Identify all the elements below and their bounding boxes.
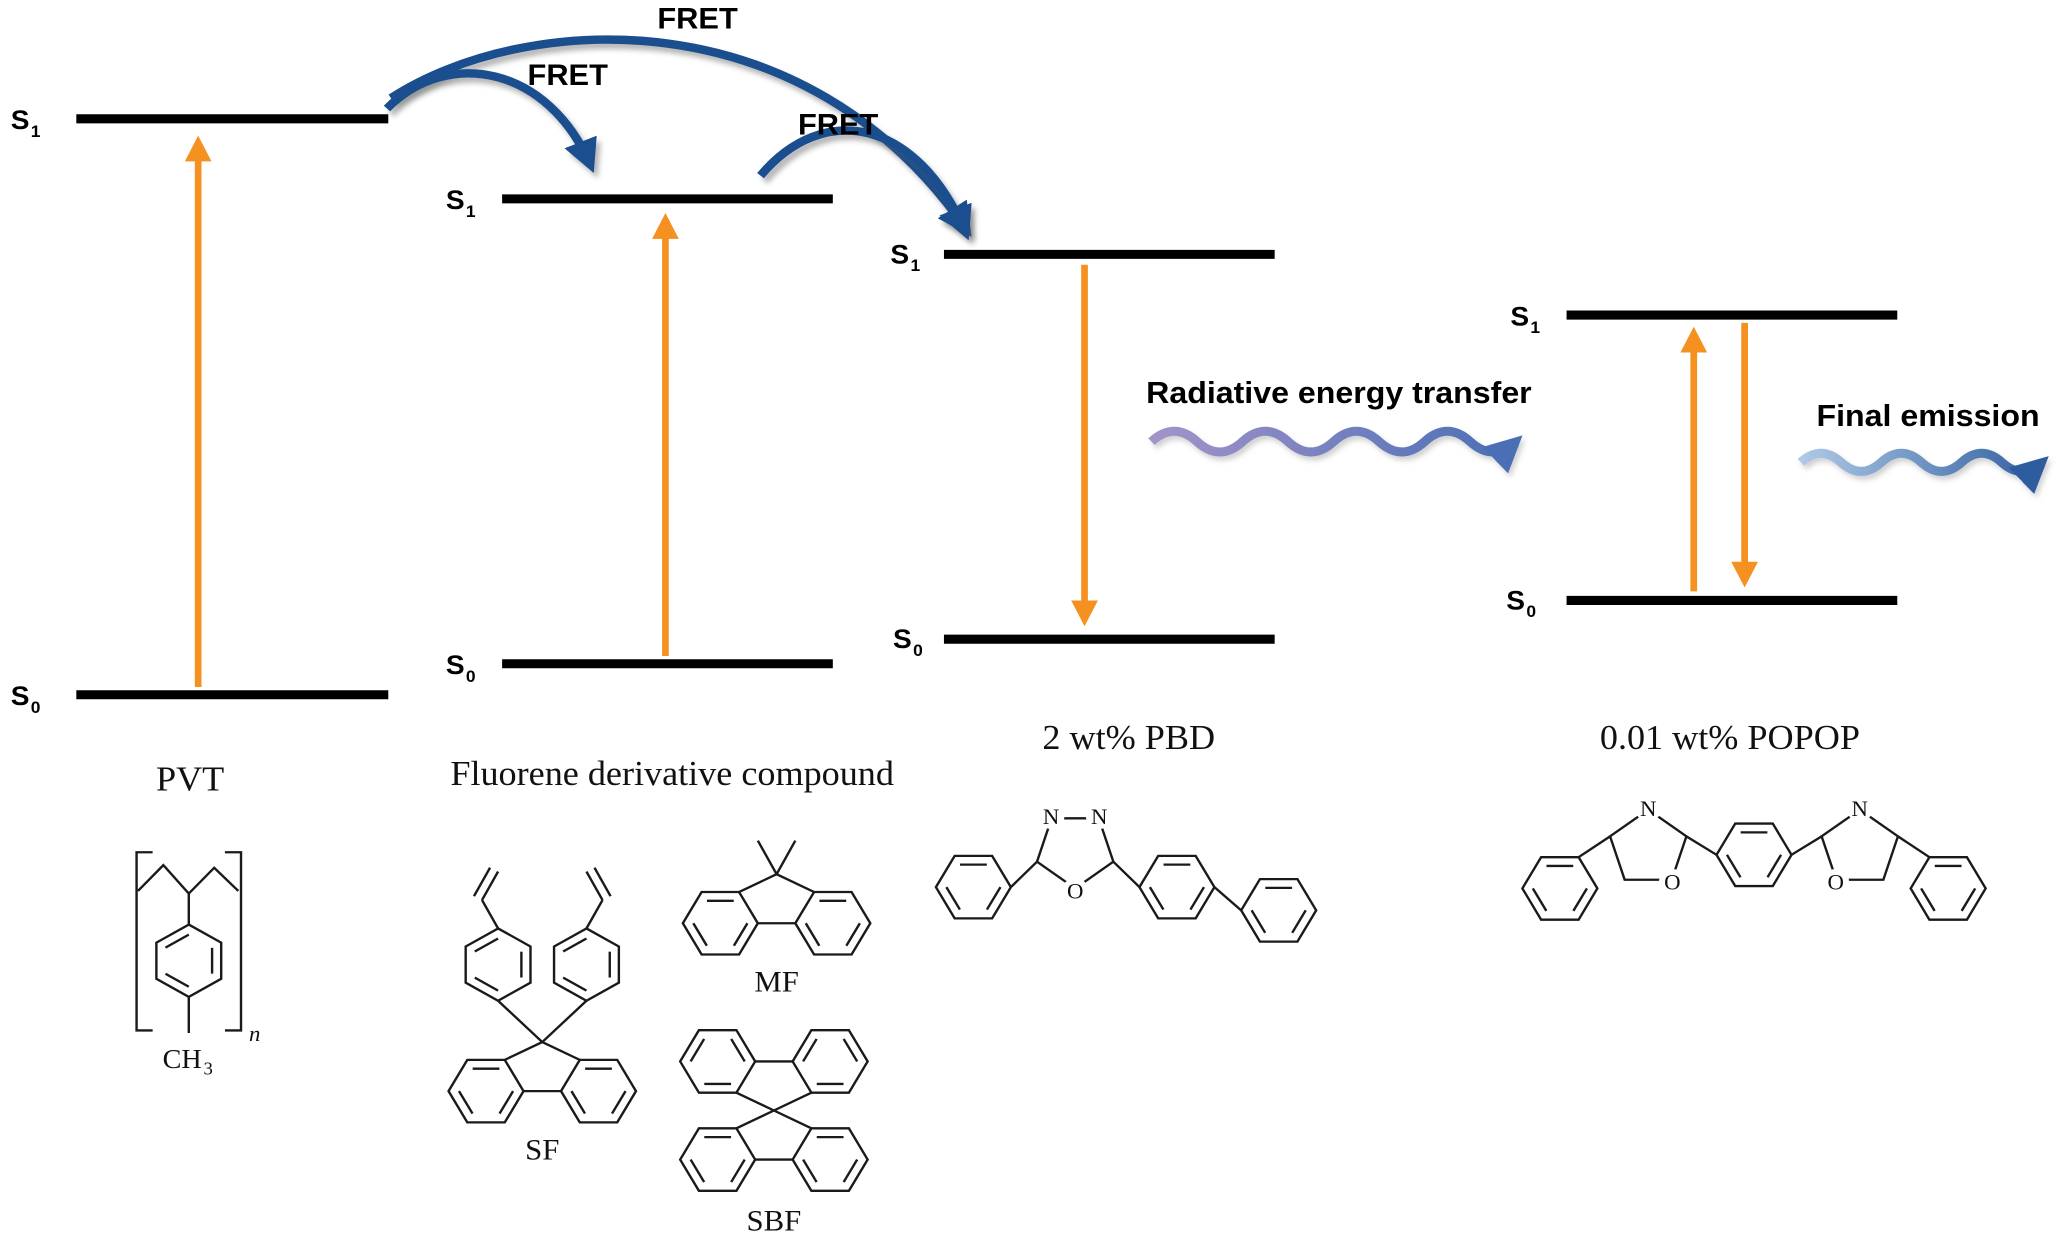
final-emission-wavy-arrow <box>1797 448 2049 494</box>
pvt-s0-label: S <box>11 680 30 710</box>
fret-arrow-fluorene-to-pbd <box>757 126 972 241</box>
sf-label: SF <box>525 1133 559 1166</box>
pbd-s1-subscript: 1 <box>910 256 920 275</box>
pbd-s1-label: S <box>890 239 909 269</box>
atom-halo <box>1658 869 1686 895</box>
pbd-s0-subscript: 0 <box>913 641 923 660</box>
fluorene-s1-subscript: 1 <box>466 202 476 221</box>
fret-label-left: FRET <box>528 60 609 92</box>
popop-left-nitrogen-atom: N <box>1640 796 1656 821</box>
pbd-energy-diagram: S 1 S 0 2 wt% PBD <box>890 239 1275 757</box>
popop-right-nitrogen-atom: N <box>1852 796 1868 821</box>
popop-structure: N O N O <box>1521 795 1987 921</box>
mf-structure: MF <box>683 840 870 999</box>
mf-methyl-bonds <box>756 840 797 875</box>
pvt-energy-diagram: S 1 S 0 PVT <box>11 105 389 798</box>
sf-structure: SF <box>449 867 636 1166</box>
pbd-left-phenyl-ring <box>934 854 1013 920</box>
pbd-biphenyl-ring-2 <box>1239 877 1318 943</box>
sbf-upper-fluorene <box>680 1030 867 1110</box>
fret-label-top: FRET <box>657 3 738 35</box>
final-emission: Final emission <box>1797 398 2049 494</box>
pbd-s0-label: S <box>893 624 912 654</box>
radiative-energy-transfer: Radiative energy transfer <box>1146 374 1532 474</box>
popop-compound-label: 0.01 wt% POPOP <box>1600 718 1860 757</box>
fret-arrows: FRET FRET FRET <box>383 3 972 241</box>
sf-right-phenyl-ring <box>552 927 621 1002</box>
popop-left-oxazole-ring <box>1608 808 1688 881</box>
methyl-group-label: CH <box>163 1043 202 1073</box>
fluorene-compound-label: Fluorene derivative compound <box>450 754 894 793</box>
atom-halo <box>1061 878 1089 904</box>
atom-halo <box>1822 869 1850 895</box>
polymer-brackets <box>135 851 243 1032</box>
pvt-compound-label: PVT <box>156 759 225 798</box>
pvt-benzene-ring <box>155 923 223 999</box>
popop-central-phenylene-ring <box>1715 822 1793 888</box>
radiative-transfer-label: Radiative energy transfer <box>1146 374 1532 409</box>
pbd-biphenyl-ring-1 <box>1138 854 1216 920</box>
pbd-oxadiazole-ring <box>1035 817 1115 890</box>
popop-right-phenyl-ring <box>1909 855 1987 921</box>
fluorene-s0-subscript: 0 <box>466 667 476 686</box>
popop-s1-label: S <box>1510 301 1529 331</box>
pvt-s1-subscript: 1 <box>31 122 41 141</box>
popop-right-oxygen-atom: O <box>1827 870 1843 895</box>
fluorene-energy-diagram: S 1 S 0 Fluorene derivative compound <box>446 185 894 793</box>
popop-right-oxazole-ring <box>1820 808 1900 881</box>
final-emission-label: Final emission <box>1817 398 2040 433</box>
fret-arrow-pvt-to-fluorene <box>383 69 597 174</box>
pbd-oxygen-atom: O <box>1067 879 1083 904</box>
sbf-structure: SBF <box>680 1030 867 1237</box>
fluorene-s1-label: S <box>446 185 465 215</box>
pbd-nitrogen-atom-2: N <box>1091 804 1107 829</box>
backbone-bonds <box>137 863 240 1034</box>
sf-left-phenyl-ring <box>464 927 532 1002</box>
pbd-compound-label: 2 wt% PBD <box>1042 718 1215 757</box>
methyl-group-subscript: 3 <box>204 1059 213 1079</box>
atom-halo <box>1037 803 1065 830</box>
atom-halo <box>1634 795 1662 822</box>
radiative-transfer-wavy-arrow <box>1148 426 1523 474</box>
popop-left-oxygen-atom: O <box>1664 870 1680 895</box>
pvt-structure: n CH 3 <box>135 851 260 1079</box>
fluorene-s0-label: S <box>446 650 465 680</box>
popop-linking-bonds <box>1577 835 1931 859</box>
sf-bonds <box>472 867 612 1043</box>
sf-fluorene-core <box>449 1042 636 1122</box>
polymer-repeat-subscript: n <box>249 1021 260 1046</box>
pbd-structure: N N O <box>934 803 1318 943</box>
mf-label: MF <box>754 965 799 998</box>
popop-s0-subscript: 0 <box>1526 603 1536 622</box>
atom-halo <box>1085 803 1113 830</box>
pvt-s0-subscript: 0 <box>31 698 41 717</box>
sbf-lower-fluorene <box>680 1111 867 1191</box>
mf-fluorene-core <box>683 874 870 954</box>
popop-energy-diagram: S 1 S 0 0.01 wt% POPOP <box>1506 301 1898 757</box>
pbd-nitrogen-atom-1: N <box>1043 804 1059 829</box>
atom-halo <box>1846 795 1874 822</box>
fret-label-mid: FRET <box>798 109 879 141</box>
sbf-label: SBF <box>747 1204 802 1237</box>
popop-s0-label: S <box>1506 585 1525 615</box>
popop-left-phenyl-ring <box>1521 855 1599 921</box>
pvt-s1-label: S <box>11 105 30 135</box>
popop-s1-subscript: 1 <box>1530 318 1540 337</box>
pbd-linking-bonds <box>1010 860 1243 912</box>
